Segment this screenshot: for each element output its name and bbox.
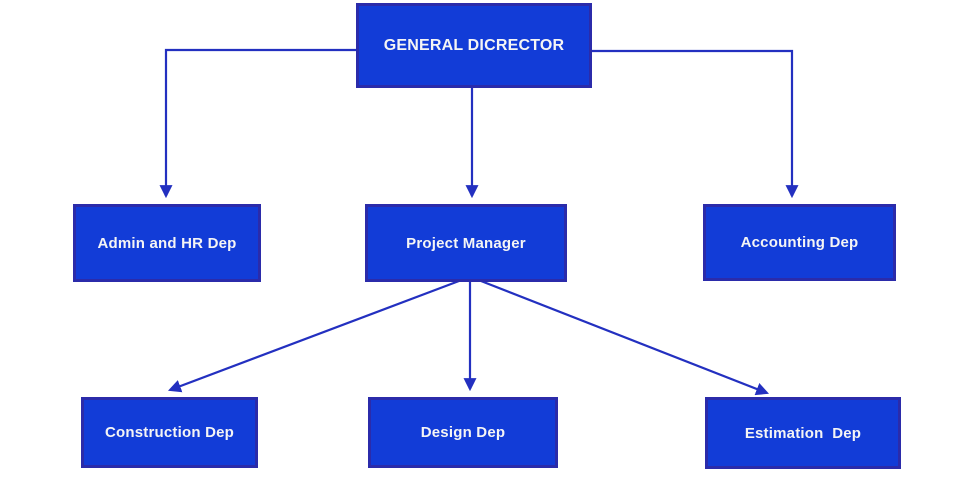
node-construction-dep: Construction Dep [81,397,258,468]
edge-pm-to-construction [167,279,460,393]
node-general-director-label: GENERAL DICRECTOR [383,36,565,54]
node-admin-hr-dep: Admin and HR Dep [73,204,261,282]
edge-pm-to-estimation [480,279,770,396]
edge-director-to-admin [159,48,356,199]
node-design-dep: Design Dep [368,397,558,468]
node-estimation-dep-label: Estimation Dep [744,424,862,442]
node-project-manager: Project Manager [365,204,567,282]
node-construction-dep-label: Construction Dep [104,424,235,441]
node-estimation-dep: Estimation Dep [705,397,901,469]
node-project-manager-label: Project Manager [406,234,526,252]
node-accounting-dep: Accounting Dep [703,204,896,281]
node-admin-hr-dep-label: Admin and HR Dep [97,234,237,252]
edge-director-to-accounting [592,49,799,199]
node-accounting-dep-label: Accounting Dep [740,234,859,251]
node-design-dep-label: Design Dep [420,424,506,441]
node-general-director: GENERAL DICRECTOR [356,3,592,88]
